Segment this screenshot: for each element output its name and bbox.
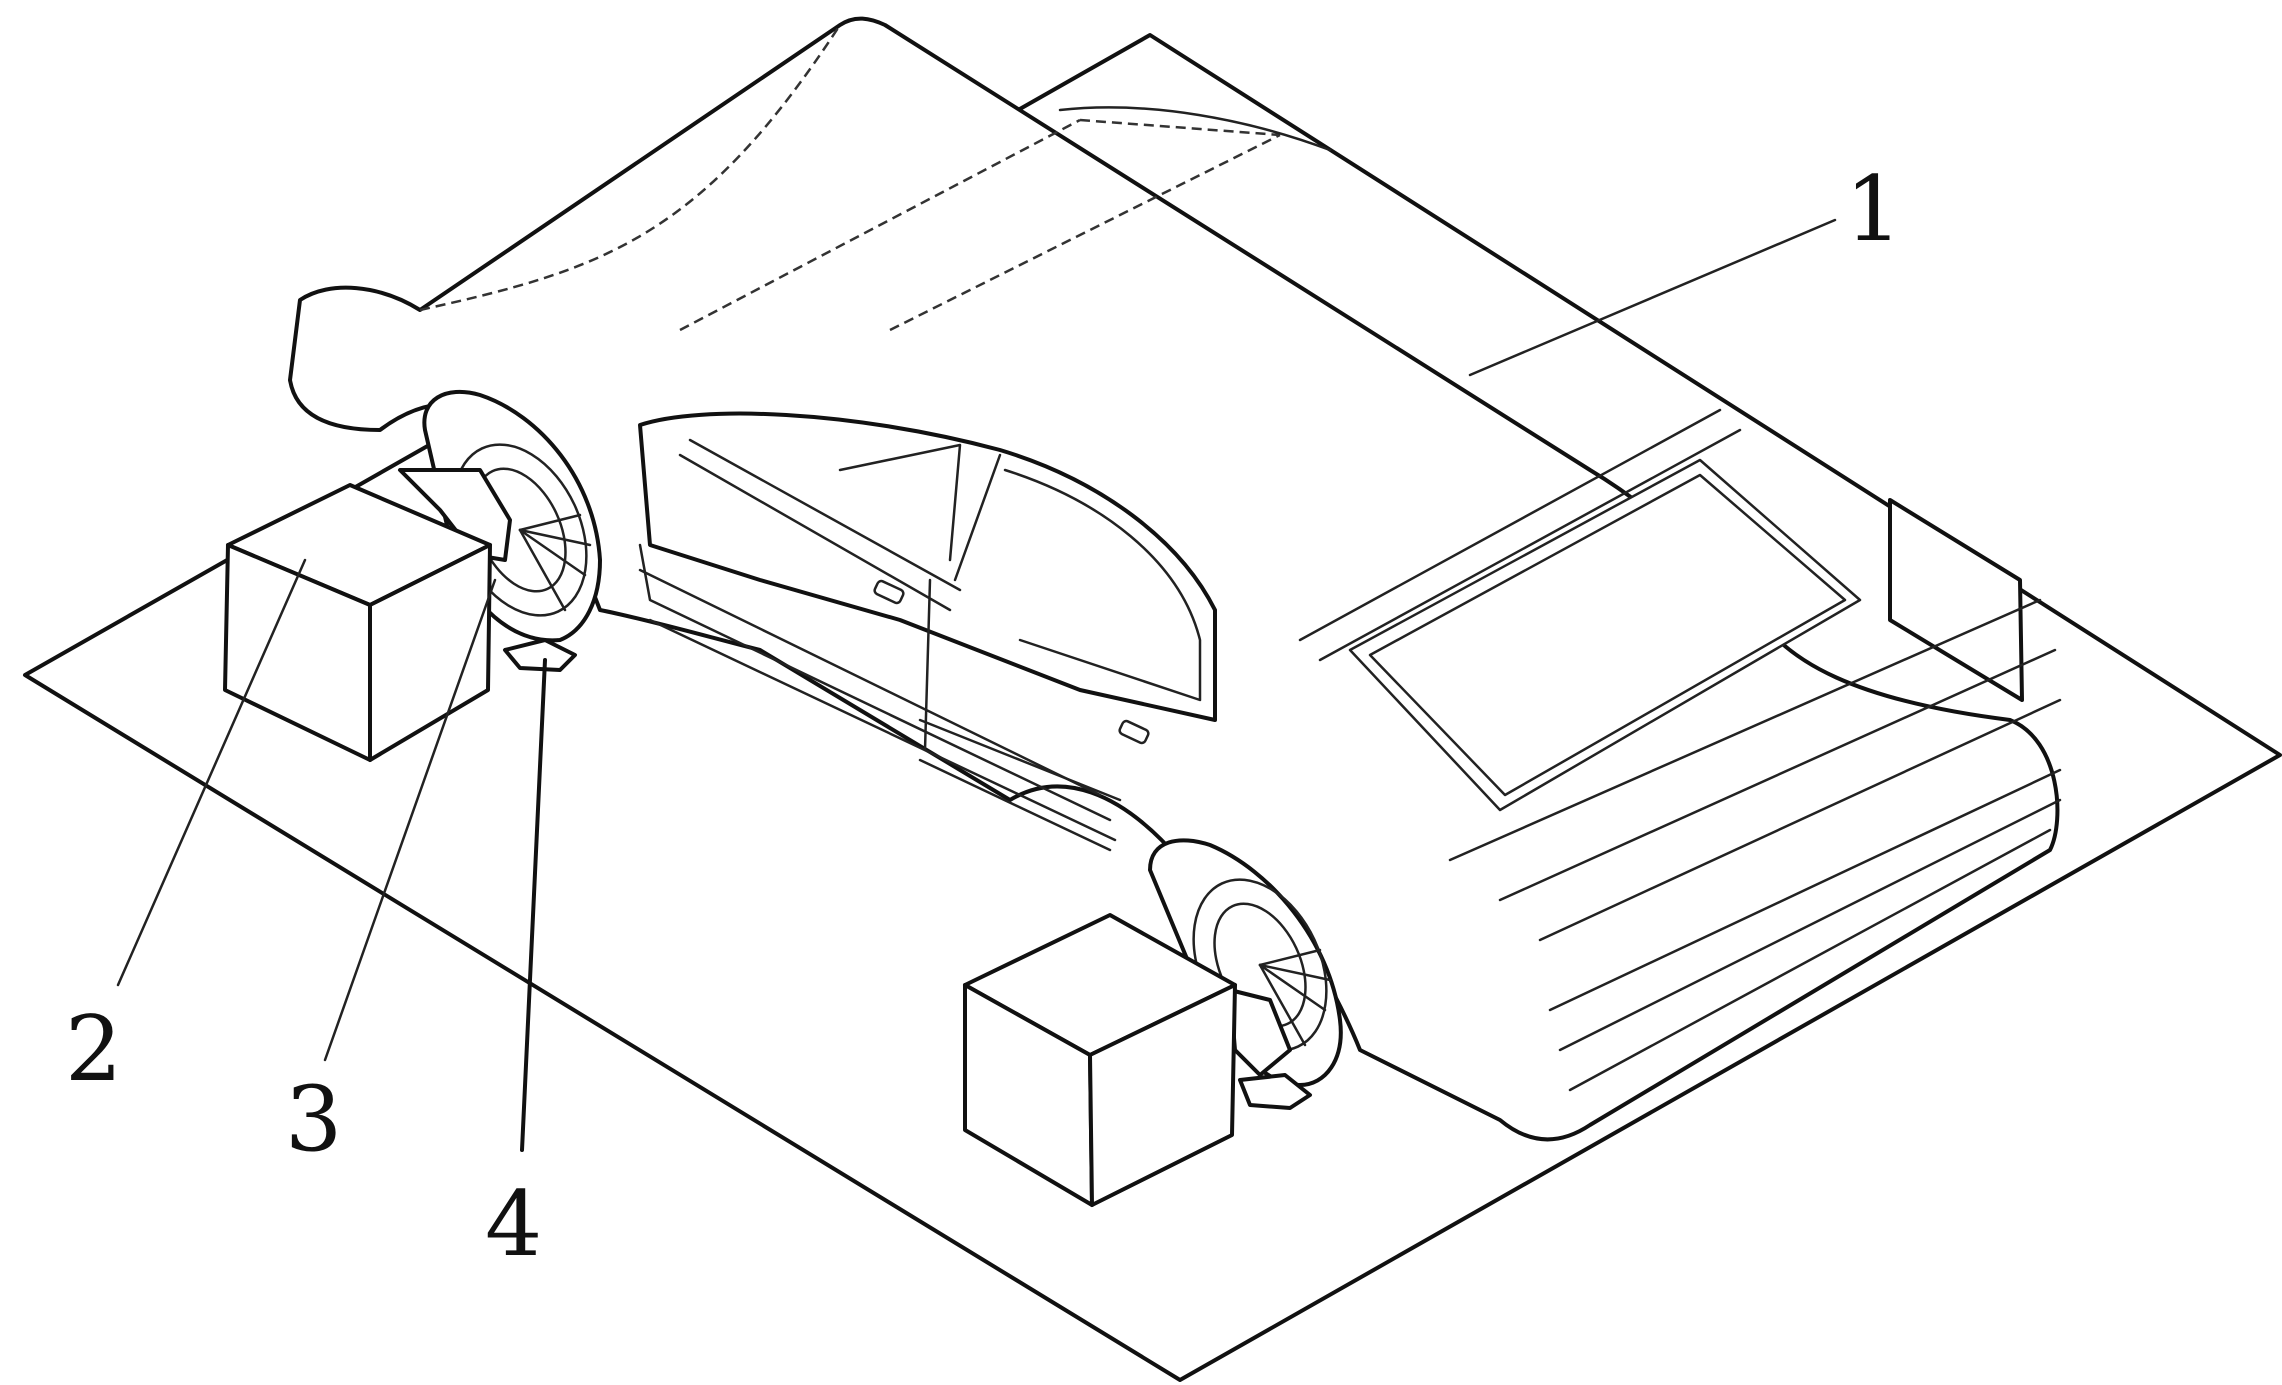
leader-line-3 xyxy=(323,578,497,1062)
rear-dynamometer-box xyxy=(963,913,1237,1207)
label-1: 1 xyxy=(1845,157,1902,262)
leader-lines xyxy=(116,218,1837,1152)
label-3: 3 xyxy=(285,1067,342,1172)
leader-line-4 xyxy=(520,658,547,1152)
vehicle-body xyxy=(288,16,2062,1142)
leader-line-1 xyxy=(1468,218,1837,377)
rear-support-block xyxy=(1888,498,2024,702)
label-2: 2 xyxy=(65,997,122,1102)
leader-line-2 xyxy=(116,558,307,987)
front-dynamometer-box xyxy=(223,483,492,762)
label-4: 4 xyxy=(485,1172,542,1277)
